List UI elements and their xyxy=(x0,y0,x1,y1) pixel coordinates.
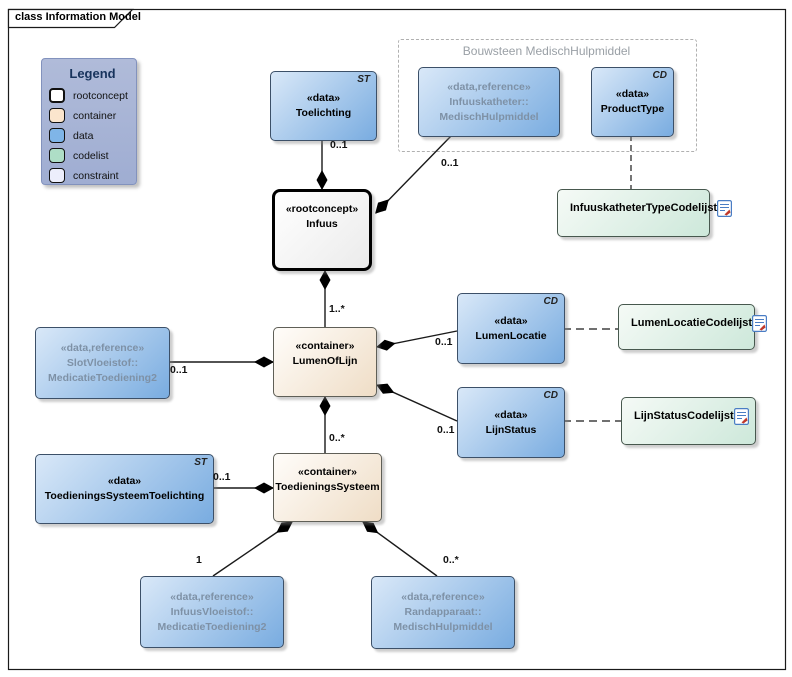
node-producttype[interactable]: CD «data» ProductType xyxy=(591,67,674,137)
node-lijnstatus[interactable]: CD «data» LijnStatus xyxy=(457,387,565,458)
multiplicity-slotvloeistof-lumenoflijn: 0..1 xyxy=(170,364,188,376)
document-icon xyxy=(717,200,733,217)
stereotype: «data,reference» xyxy=(60,341,145,354)
node-infuuskathetertypecodelijst[interactable]: InfuuskatheterTypeCodelijst xyxy=(557,189,733,237)
constraint-swatch xyxy=(49,168,65,183)
stereotype: «data» xyxy=(107,475,142,487)
stereotype: «data» xyxy=(494,408,528,421)
rootconcept-swatch xyxy=(49,88,65,103)
node-infuusvloeistof-medicatietoediening2[interactable]: «data,reference» InfuusVloeistof:: Medic… xyxy=(140,576,284,648)
node-lumenlocatie[interactable]: CD «data» LumenLocatie xyxy=(457,293,565,364)
connector-infuuskatheter-infuus xyxy=(375,134,453,214)
node-name: Toelichting xyxy=(295,107,352,119)
node-name: Infuuskatheter:: xyxy=(449,95,529,108)
node-lijnstatuscodelijst[interactable]: LijnStatusCodelijst xyxy=(621,397,756,445)
stereotype: «data,reference» xyxy=(170,590,254,603)
connector-toedieningssysteem-randapparaat xyxy=(362,521,438,577)
legend-title: Legend xyxy=(69,66,116,81)
node-name-line2: MedischHulpmiddel xyxy=(393,621,493,633)
node-name: SlotVloeistof:: xyxy=(66,356,139,369)
node-name-line2: MedicatieToediening2 xyxy=(157,620,267,633)
type-tag: CD xyxy=(543,390,558,401)
stereotype: «data» xyxy=(615,88,650,100)
stereotype: «container» xyxy=(295,340,355,352)
legend-panel: Legend rootconcept container data codeli… xyxy=(41,58,137,185)
connector-lumenoflijn-lijnstatus xyxy=(376,383,458,422)
node-name: ToedieningsSysteem xyxy=(275,481,380,493)
node-name: InfuusVloeistof:: xyxy=(170,605,254,618)
group-bouwsteen-medischhulpmiddel xyxy=(398,39,697,152)
multiplicity-lumenoflijn-lijnstatus: 0..1 xyxy=(437,424,455,436)
node-toedieningssysteem[interactable]: «container» ToedieningsSysteem xyxy=(273,453,382,522)
data-swatch xyxy=(49,128,65,143)
stereotype: «data» xyxy=(306,92,341,104)
node-infuus[interactable]: «rootconcept» Infuus xyxy=(272,189,372,271)
node-name: ToedieningsSysteemToelichting xyxy=(44,490,205,502)
diagram-frame xyxy=(7,8,787,671)
node-randapparaat-medischhulpmiddel[interactable]: «data,reference» Randapparaat:: MedischH… xyxy=(371,576,515,649)
connector-slotvloeistof-lumenoflijn xyxy=(168,356,274,368)
multiplicity-lumenoflijn-toedieningssysteem: 0..* xyxy=(329,432,345,444)
type-tag: CD xyxy=(543,296,558,307)
legend-item-codelist: codelist xyxy=(49,148,136,163)
dashed-connectors xyxy=(563,135,632,422)
node-name-line2: MedicatieToediening2 xyxy=(48,371,157,384)
node-name-line2: MedischHulpmiddel xyxy=(439,110,539,123)
node-name: InfuuskatheterTypeCodelijst xyxy=(570,202,718,214)
connector-lumenoflijn-lumenlocatie xyxy=(375,330,458,351)
node-name: LijnStatusCodelijst xyxy=(634,410,734,422)
document-icon xyxy=(733,408,749,425)
connector-lumenoflijn-toedieningssysteem xyxy=(319,396,331,453)
node-toedieningssysteemtoelichting[interactable]: ST «data» ToedieningsSysteemToelichting xyxy=(35,454,214,524)
connector-tstoelichting-toedieningssysteem xyxy=(212,482,274,494)
multiplicity-toedieningssysteem-randapparaat: 0..* xyxy=(443,554,459,566)
node-name: Randapparaat:: xyxy=(404,606,482,618)
legend-item-constraint: constraint xyxy=(49,168,136,183)
multiplicity-toelichting-infuus: 0..1 xyxy=(330,139,348,151)
stereotype: «container» xyxy=(298,466,357,478)
document-icon xyxy=(752,315,768,332)
node-name: LijnStatus xyxy=(485,423,537,436)
connector-toedieningssysteem-infuusvloeistof xyxy=(212,521,293,577)
container-swatch xyxy=(49,108,65,123)
multiplicity-infuuskatheter-infuus: 0..1 xyxy=(441,157,459,169)
multiplicity-toedieningssysteem-infuusvloeistof: 1 xyxy=(196,554,202,566)
diagram-tab: class Information Model xyxy=(15,11,141,23)
node-name: LumenLocatieCodelijst xyxy=(631,317,753,329)
type-tag: ST xyxy=(194,457,207,468)
connector-toelichting-infuus xyxy=(316,139,328,190)
node-name: ProductType xyxy=(600,103,665,115)
legend-item-container: container xyxy=(49,108,136,123)
node-name: Infuus xyxy=(306,218,338,230)
node-infuuskatheter-medischhulpmiddel[interactable]: «data,reference» Infuuskatheter:: Medisc… xyxy=(418,67,560,137)
node-name: LumenLocatie xyxy=(475,329,547,342)
codelist-swatch xyxy=(49,148,65,163)
connector-infuus-lumenoflijn xyxy=(319,270,331,327)
node-lumenoflijn[interactable]: «container» LumenOfLijn xyxy=(273,327,377,397)
stereotype: «data,reference» xyxy=(401,591,485,603)
group-label: Bouwsteen MedischHulpmiddel xyxy=(462,44,631,58)
stereotype: «rootconcept» xyxy=(285,203,359,215)
legend-item-rootconcept: rootconcept xyxy=(49,88,136,103)
node-slotvloeistof-medicatietoediening2[interactable]: «data,reference» SlotVloeistof:: Medicat… xyxy=(35,327,170,399)
legend-item-data: data xyxy=(49,128,136,143)
node-name: LumenOfLijn xyxy=(292,355,358,367)
type-tag: CD xyxy=(652,70,667,81)
type-tag: ST xyxy=(357,74,370,85)
stereotype: «data» xyxy=(494,314,528,327)
node-lumenlocatiecodelijst[interactable]: LumenLocatieCodelijst xyxy=(618,304,768,350)
multiplicity-infuus-lumenoflijn: 1..* xyxy=(329,303,345,315)
node-toelichting[interactable]: ST «data» Toelichting xyxy=(270,71,377,141)
multiplicity-tstoelichting-toedieningssysteem: 0..1 xyxy=(213,471,231,483)
stereotype: «data,reference» xyxy=(447,80,531,93)
multiplicity-lumenoflijn-lumenlocatie: 0..1 xyxy=(435,336,453,348)
